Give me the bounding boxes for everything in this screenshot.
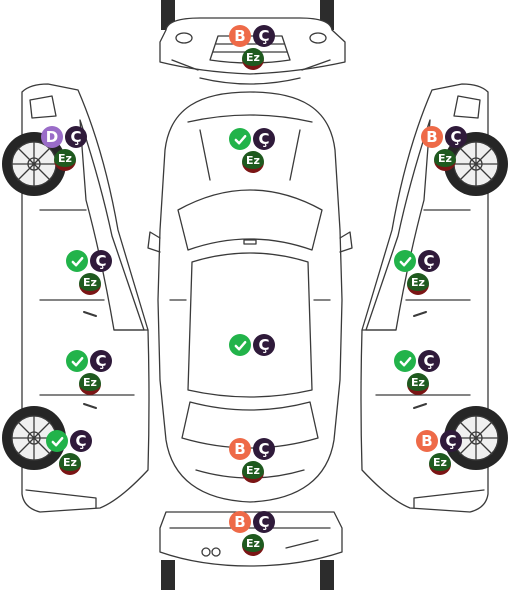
ezik-label: Ez bbox=[438, 151, 452, 165]
left-rear-fender-orijinal-badge[interactable] bbox=[46, 430, 68, 452]
right-rear-door-orijinal-badge[interactable] bbox=[394, 350, 416, 372]
ezik-label: Ez bbox=[246, 153, 260, 167]
check-icon bbox=[398, 354, 413, 369]
cizik-label: Ç bbox=[95, 351, 107, 370]
boyali-label: B bbox=[426, 127, 438, 146]
boyali-label: B bbox=[234, 512, 246, 531]
trunk-ezik-badge[interactable]: Ez bbox=[242, 461, 264, 483]
right-front-fender-boyali-badge[interactable]: B bbox=[421, 126, 443, 148]
car-left-side-drawing bbox=[2, 83, 150, 513]
boyali-label: B bbox=[421, 431, 433, 450]
boyali-label: B bbox=[234, 26, 246, 45]
left-rear-door-ezik-badge[interactable]: Ez bbox=[79, 373, 101, 395]
cizik-label: Ç bbox=[423, 251, 435, 270]
roof-cizik-badge[interactable]: Ç bbox=[253, 334, 275, 356]
check-icon bbox=[233, 338, 248, 353]
check-icon bbox=[70, 254, 85, 269]
right-rear-fender-ezik-badge[interactable]: Ez bbox=[429, 453, 451, 475]
ezik-label: Ez bbox=[246, 50, 260, 64]
trunk-cizik-badge[interactable]: Ç bbox=[253, 438, 275, 460]
front-bumper-boyali-badge[interactable]: B bbox=[229, 25, 251, 47]
ezik-label: Ez bbox=[433, 455, 447, 469]
rear-bumper-boyali-badge[interactable]: B bbox=[229, 511, 251, 533]
left-rear-fender-ezik-badge[interactable]: Ez bbox=[59, 453, 81, 475]
right-front-door-orijinal-badge[interactable] bbox=[394, 250, 416, 272]
right-rear-door-ezik-badge[interactable]: Ez bbox=[407, 373, 429, 395]
cizik-label: Ç bbox=[445, 431, 457, 450]
cizik-label: Ç bbox=[75, 431, 87, 450]
ezik-label: Ez bbox=[83, 275, 97, 289]
hood-ezik-badge[interactable]: Ez bbox=[242, 151, 264, 173]
right-front-door-cizik-badge[interactable]: Ç bbox=[418, 250, 440, 272]
check-icon bbox=[398, 254, 413, 269]
cizik-label: Ç bbox=[70, 127, 82, 146]
rear-bumper-cizik-badge[interactable]: Ç bbox=[253, 511, 275, 533]
check-icon bbox=[233, 132, 248, 147]
right-front-door-ezik-badge[interactable]: Ez bbox=[407, 273, 429, 295]
cizik-label: Ç bbox=[258, 512, 270, 531]
hood-orijinal-badge[interactable] bbox=[229, 128, 251, 150]
ezik-label: Ez bbox=[83, 375, 97, 389]
rear-bumper-ezik-badge[interactable]: Ez bbox=[242, 534, 264, 556]
cizik-label: Ç bbox=[258, 335, 270, 354]
cizik-label: Ç bbox=[95, 251, 107, 270]
right-front-fender-ezik-badge[interactable]: Ez bbox=[434, 149, 456, 171]
car-top-view-drawing bbox=[147, 91, 353, 503]
cizik-label: Ç bbox=[423, 351, 435, 370]
ezik-label: Ez bbox=[411, 375, 425, 389]
car-right-side-drawing bbox=[360, 83, 508, 513]
ezik-label: Ez bbox=[246, 536, 260, 550]
hood-cizik-badge[interactable]: Ç bbox=[253, 128, 275, 150]
cizik-label: Ç bbox=[258, 26, 270, 45]
ezik-label: Ez bbox=[246, 463, 260, 477]
right-front-fender-cizik-badge[interactable]: Ç bbox=[445, 126, 467, 148]
check-icon bbox=[70, 354, 85, 369]
right-rear-door-cizik-badge[interactable]: Ç bbox=[418, 350, 440, 372]
left-front-door-cizik-badge[interactable]: Ç bbox=[90, 250, 112, 272]
trunk-boyali-badge[interactable]: B bbox=[229, 438, 251, 460]
cizik-label: Ç bbox=[258, 439, 270, 458]
left-front-fender-cizik-badge[interactable]: Ç bbox=[65, 126, 87, 148]
right-rear-fender-boyali-badge[interactable]: B bbox=[416, 430, 438, 452]
ezik-label: Ez bbox=[411, 275, 425, 289]
left-rear-door-cizik-badge[interactable]: Ç bbox=[90, 350, 112, 372]
left-front-fender-degisen-badge[interactable]: D bbox=[41, 126, 63, 148]
left-front-door-ezik-badge[interactable]: Ez bbox=[79, 273, 101, 295]
degisen-label: D bbox=[45, 127, 59, 146]
check-icon bbox=[50, 434, 65, 449]
front-bumper-cizik-badge[interactable]: Ç bbox=[253, 25, 275, 47]
cizik-label: Ç bbox=[258, 129, 270, 148]
left-front-door-orijinal-badge[interactable] bbox=[66, 250, 88, 272]
left-front-fender-ezik-badge[interactable]: Ez bbox=[54, 149, 76, 171]
boyali-label: B bbox=[234, 439, 246, 458]
front-bumper-drawing bbox=[159, 0, 346, 85]
left-rear-fender-cizik-badge[interactable]: Ç bbox=[70, 430, 92, 452]
ezik-label: Ez bbox=[63, 455, 77, 469]
right-rear-fender-cizik-badge[interactable]: Ç bbox=[440, 430, 462, 452]
roof-orijinal-badge[interactable] bbox=[229, 334, 251, 356]
ezik-label: Ez bbox=[58, 151, 72, 165]
front-bumper-ezik-badge[interactable]: Ez bbox=[242, 48, 264, 70]
cizik-label: Ç bbox=[450, 127, 462, 146]
left-rear-door-orijinal-badge[interactable] bbox=[66, 350, 88, 372]
